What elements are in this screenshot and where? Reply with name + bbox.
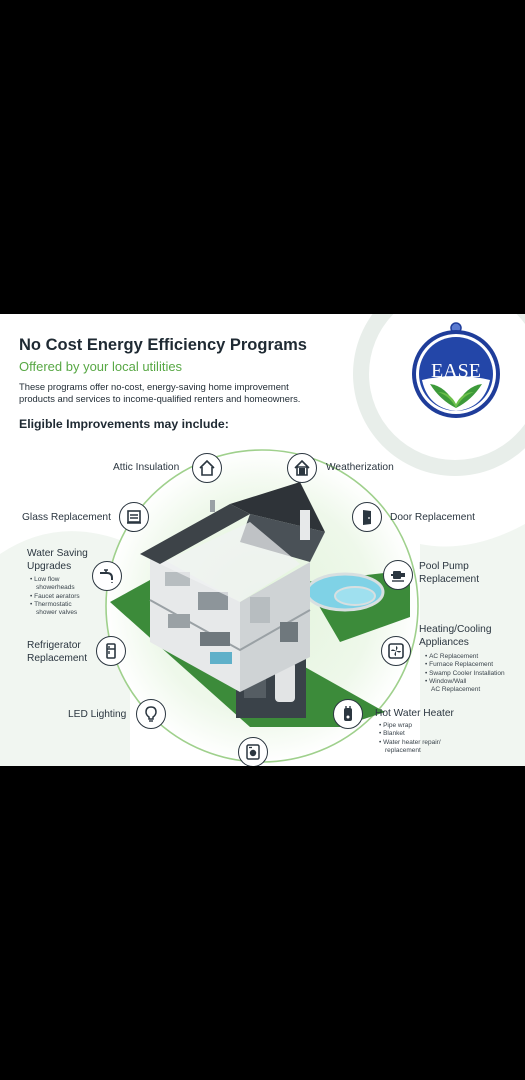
list-item: Blanket [379, 730, 441, 738]
list-item: replacement [385, 746, 421, 754]
pool-pump-label: Pool Pump Replacement [419, 561, 479, 586]
hot-water-heater-label: Hot Water Heater [375, 708, 454, 719]
list-item: shower valves [36, 609, 78, 617]
program-description: These programs offer no-cost, energy-sav… [19, 381, 301, 404]
led-lighting-label: LED Lighting [68, 709, 127, 720]
list-item: Pipe wrap [379, 722, 441, 730]
heating-cooling-items: AC Replacement Furnace Replacement Swamp… [425, 653, 505, 694]
list-item: Thermostatic [30, 601, 80, 609]
water-saving-label-line1: Water Saving [27, 548, 88, 559]
glass-replacement-label: Glass Replacement [22, 512, 111, 523]
fan-icon [381, 636, 411, 666]
refrigerator-label-line2: Replacement [27, 652, 88, 664]
heating-cooling-label: Heating/Cooling Appliances [419, 624, 492, 649]
list-item: AC Replacement [425, 653, 505, 661]
list-item: Low flow [30, 576, 80, 584]
weatherization-label: Weatherization [326, 462, 394, 473]
hot-water-heater-items: Pipe wrap Blanket Water heater repair/ r… [379, 722, 441, 755]
logo-text: EASE [431, 360, 481, 382]
faucet-icon [92, 561, 122, 591]
house-illustration [110, 482, 410, 727]
pump-icon [383, 560, 413, 590]
refrigerator-label-line1: Refrigerator [27, 640, 81, 651]
lightbulb-icon [136, 699, 166, 729]
door-icon [352, 502, 382, 532]
list-item: Faucet aerators [30, 593, 80, 601]
window-icon [119, 502, 149, 532]
refrigerator-label: Refrigerator Replacement [27, 640, 87, 665]
list-item: Furnace Replacement [425, 661, 505, 669]
eligible-heading: Eligible Improvements may include: [19, 417, 229, 431]
list-item: Swamp Cooler Installation [425, 670, 505, 678]
heating-cooling-label-line1: Heating/Cooling [419, 624, 492, 635]
water-saving-items: Low flow showerheads Faucet aerators The… [30, 576, 80, 617]
house-outline-icon [192, 453, 222, 483]
list-item: AC Replacement [431, 686, 481, 694]
house-filled-icon [287, 453, 317, 483]
refrigerator-icon [96, 636, 126, 666]
washer-icon [238, 737, 268, 766]
attic-insulation-label: Attic Insulation [113, 462, 180, 473]
infographic-panel: EASE No Cost Energy Efficiency Programs … [0, 314, 525, 766]
heating-cooling-label-line2: Appliances [419, 636, 469, 648]
pool-pump-label-line1: Pool Pump [419, 561, 469, 572]
page-subtitle: Offered by your local utilities [19, 359, 183, 374]
water-heater-icon [333, 699, 363, 729]
pool-pump-label-line2: Replacement [419, 573, 480, 585]
water-saving-label-line2: Upgrades [27, 560, 72, 572]
list-item: Water heater repair/ [379, 739, 441, 747]
water-saving-label: Water Saving Upgrades [27, 548, 88, 573]
ease-logo: EASE [412, 322, 500, 418]
list-item: showerheads [36, 584, 75, 592]
door-replacement-label: Door Replacement [390, 512, 475, 523]
page-title: No Cost Energy Efficiency Programs [19, 336, 307, 354]
list-item: Window/Wall [425, 678, 505, 686]
